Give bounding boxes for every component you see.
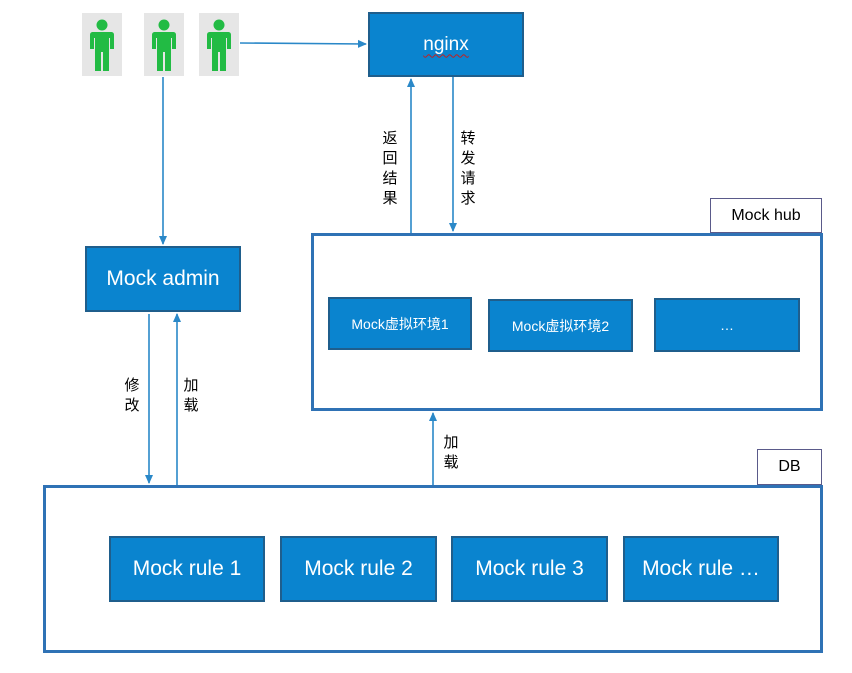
mock-rule-3-label: Mock rule 3 [475,557,584,580]
mock-admin-box: Mock admin [85,246,241,312]
mock-rule-more: Mock rule … [623,536,779,602]
mock-env-more: … [654,298,800,352]
nginx-label: nginx [423,33,469,55]
mock-hub-container [311,233,823,411]
label-modify: 修改 [124,376,140,414]
user-icon [144,13,184,76]
mock-env-2-label: Mock虚拟环境2 [511,317,610,334]
db-tag-label: DB [778,458,801,475]
db-tag: DB [757,449,822,485]
mock-rule-3: Mock rule 3 [451,536,608,602]
user-icon [199,13,239,76]
arrow-users-to-nginx [239,39,367,48]
db-container [43,485,823,653]
label-return-result: 返回结果 [382,129,398,207]
mock-rule-2-label: Mock rule 2 [304,557,413,580]
user-icon [82,13,122,76]
nginx-box: nginx [368,12,524,77]
mock-rule-1-label: Mock rule 1 [132,557,242,580]
mock-admin-label: Mock admin [106,267,220,290]
mock-rule-more-label: Mock rule … [642,557,760,580]
label-load-hub: 加载 [443,433,459,471]
mock-hub-tag-label: Mock hub [731,206,801,224]
mock-env-1: Mock虚拟环境1 [328,297,472,350]
label-forward-request: 转发请求 [460,129,476,207]
mock-rule-2: Mock rule 2 [280,536,437,602]
mock-env-2: Mock虚拟环境2 [488,299,633,352]
mock-rule-1: Mock rule 1 [109,536,265,602]
label-load-admin: 加载 [183,376,199,414]
mock-env-1-label: Mock虚拟环境1 [351,315,449,332]
mock-hub-tag: Mock hub [710,198,822,233]
mock-env-more-label: … [720,317,734,333]
